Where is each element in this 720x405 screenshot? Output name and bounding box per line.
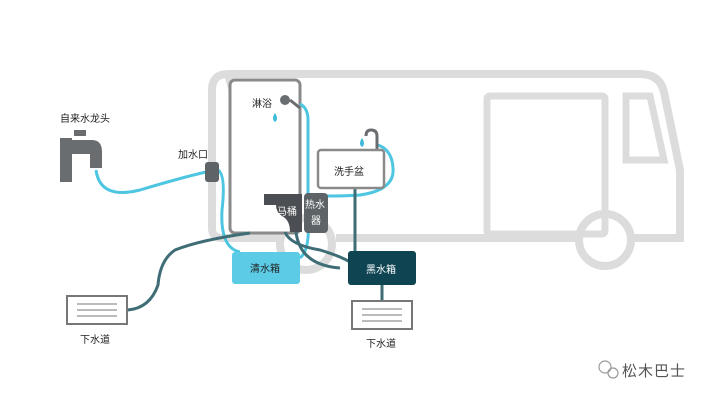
tap-icon bbox=[60, 130, 102, 182]
shower-label: 淋浴 bbox=[252, 99, 272, 110]
black-tank-label: 黑水箱 bbox=[366, 265, 396, 276]
sink-box bbox=[316, 148, 386, 190]
shower-head-icon bbox=[273, 95, 301, 122]
watermark-logo-icon bbox=[598, 360, 619, 379]
toilet-icon bbox=[264, 194, 302, 232]
clean-water-pipes bbox=[94, 102, 395, 260]
drain-right-label: 下水道 bbox=[366, 339, 396, 350]
waste-water-pipes bbox=[127, 188, 384, 312]
sink-faucet-icon bbox=[360, 128, 379, 150]
water-heater bbox=[304, 193, 328, 233]
front-wheel bbox=[575, 210, 635, 270]
water-drop-icon bbox=[273, 113, 277, 122]
faucet-label: 自来水龙头 bbox=[60, 114, 110, 125]
drain-left-label: 下水道 bbox=[80, 335, 110, 346]
watermark: 松木巴士 bbox=[622, 362, 687, 380]
toilet-label: 马桶 bbox=[277, 207, 297, 218]
water-inlet-connector bbox=[205, 162, 219, 182]
drain-left-icon bbox=[66, 295, 128, 325]
sink-label: 洗手盆 bbox=[334, 167, 364, 178]
drain-right-icon bbox=[351, 300, 413, 330]
clean-water-tank bbox=[232, 252, 300, 284]
heater-label-2: 器 bbox=[311, 216, 321, 227]
heater-label-1: 热水 bbox=[305, 200, 325, 211]
water-inlet-label: 加水口 bbox=[178, 150, 208, 161]
black-water-tank bbox=[348, 251, 416, 285]
clean-tank-label: 清水箱 bbox=[250, 264, 280, 275]
